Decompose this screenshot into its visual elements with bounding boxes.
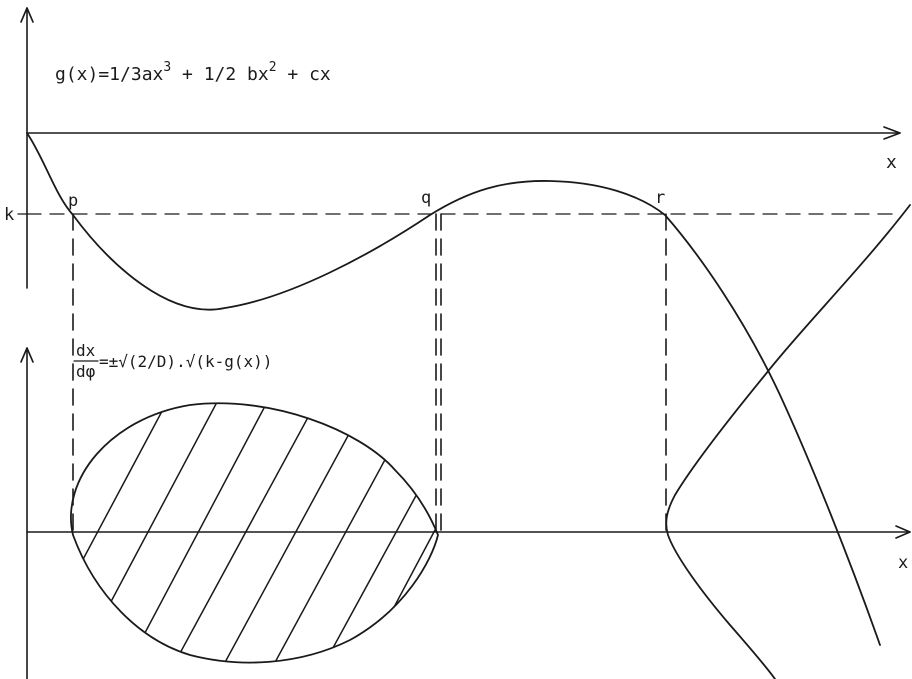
point-r-label: r xyxy=(655,188,665,208)
eq-rhs: =±√(2/D).√(k-g(x)) xyxy=(99,352,272,371)
eq-numerator: dx xyxy=(76,341,96,360)
bottom-x-axis-arrow xyxy=(895,525,911,539)
g-curve xyxy=(26,132,881,646)
g-formula-exp3: 3 xyxy=(163,60,171,75)
g-formula: g(x)=1/3ax3 + 1/2 bx2 + cx xyxy=(55,60,331,85)
orbit-hatching xyxy=(70,403,439,663)
closed-orbit xyxy=(70,402,439,664)
projection-lines xyxy=(72,213,667,536)
g-formula-middle: + 1/2 bx xyxy=(171,64,269,85)
phase-equation: dx dφ =±√(2/D).√(k-g(x)) xyxy=(73,341,272,381)
g-formula-exp2: 2 xyxy=(269,60,277,75)
eq-denominator: dφ xyxy=(76,362,96,381)
bottom-y-axis-arrow xyxy=(20,347,34,363)
g-formula-prefix: g(x)=1/3ax xyxy=(55,64,164,85)
point-p-label: p xyxy=(68,191,78,211)
bottom-x-label: x xyxy=(898,553,908,573)
top-x-label: x xyxy=(886,152,897,173)
top-panel: g(x)=1/3ax3 + 1/2 bx2 + cx x k p q r xyxy=(4,7,901,646)
point-q-label: q xyxy=(421,188,431,208)
top-y-axis-arrow xyxy=(20,7,34,23)
top-x-axis-arrow xyxy=(883,126,901,140)
k-label: k xyxy=(4,205,14,225)
g-formula-suffix: + cx xyxy=(277,64,331,85)
open-trajectory xyxy=(665,204,911,679)
bottom-panel: x dx dφ =±√(2/D).√(k-g(x)) xyxy=(20,204,911,679)
